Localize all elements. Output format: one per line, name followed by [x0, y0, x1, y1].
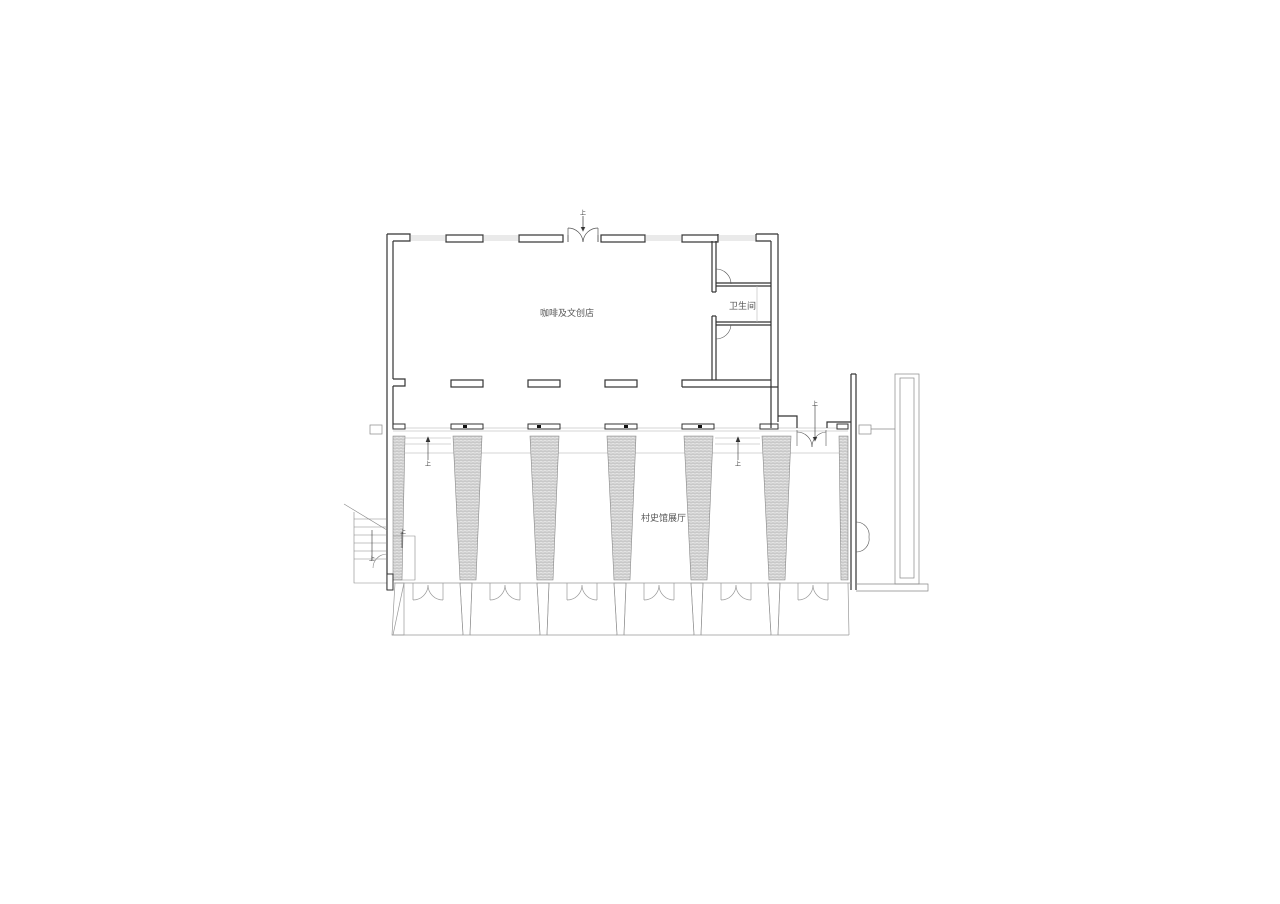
- cafe-walls: [386, 233, 779, 590]
- side-fixtures: [369, 373, 929, 592]
- annex-walls: [770, 373, 857, 590]
- annex-door: [796, 405, 870, 553]
- stair-up-marker-annex: 上: [812, 401, 819, 408]
- cafe-windows: [410, 235, 756, 241]
- left-stair-post: [386, 573, 394, 591]
- stair-up-marker-left-stair: 上: [369, 556, 376, 563]
- stair-up-marker-cafe: 上: [580, 210, 587, 217]
- cafe-entry-door: [567, 216, 599, 243]
- room-label-restroom: 卫生间: [729, 302, 757, 312]
- left-stair: [343, 503, 416, 584]
- brick-piers: [392, 435, 849, 581]
- room-label-gallery: 村史馆展厅: [641, 514, 687, 524]
- stair-up-marker-gallery-left: 上: [425, 461, 432, 468]
- room-label-cafe: 咖啡及文创店: [540, 309, 595, 319]
- stair-up-marker-gallery-right: 上: [735, 461, 742, 468]
- stair-up-marker-left-landing: 上: [400, 529, 407, 536]
- level-arrows: [425, 436, 741, 460]
- column-markers: [463, 425, 702, 428]
- restroom-doors: [715, 268, 758, 340]
- entry-bays: [391, 582, 851, 636]
